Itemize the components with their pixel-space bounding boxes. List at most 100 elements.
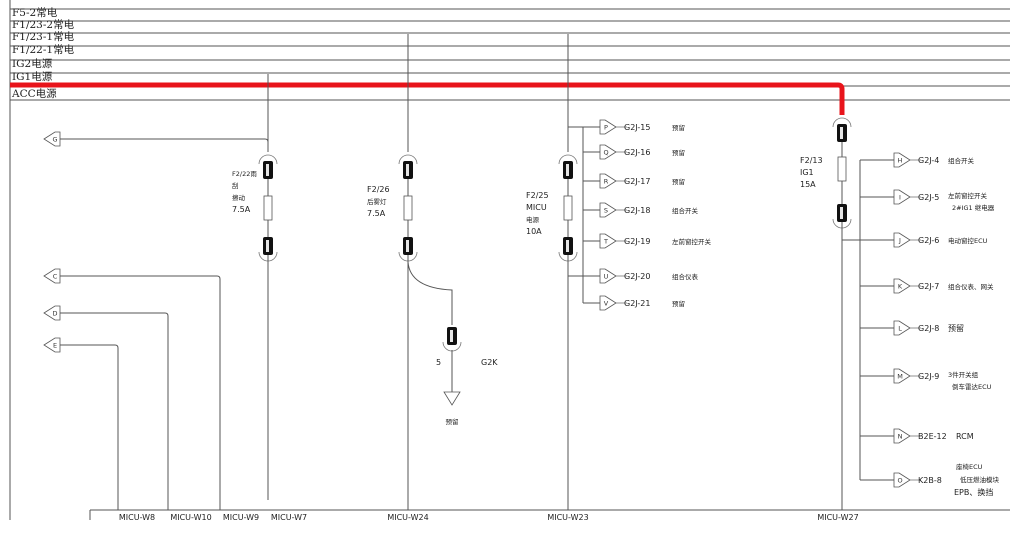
bus-label: F1/23-1常电 [12, 30, 75, 43]
bottom-label: MICU-W27 [817, 513, 858, 522]
fuse-label: 刮 [232, 181, 239, 190]
svg-text:N: N [898, 433, 903, 441]
svg-text:J: J [898, 237, 901, 245]
svg-text:E: E [53, 342, 57, 350]
w27-desc: 3件开关组 [948, 370, 979, 379]
fuse-label: F2/25 [526, 191, 549, 200]
bus-label: IG2电源 [12, 57, 53, 70]
output-arrow: T [599, 233, 627, 249]
output-arrow: S [599, 202, 627, 218]
w27-desc: 组合仪表、网关 [948, 282, 994, 291]
fuse-element [263, 195, 273, 221]
w23-pin: G2J-17 [624, 177, 650, 186]
fuse-element [563, 195, 573, 221]
w23-pin: G2J-15 [624, 123, 650, 132]
connector-symbol [398, 154, 418, 179]
fuse-label: 电源 [526, 215, 540, 224]
output-arrow: K [893, 278, 921, 294]
w23-desc: 预留 [672, 148, 685, 157]
fuse-element [837, 156, 847, 182]
bus-label: F5-2常电 [12, 6, 58, 19]
ground-symbol [443, 391, 461, 406]
bottom-label: MICU-W7 [271, 513, 307, 522]
svg-text:T: T [603, 238, 608, 246]
fuse-label: F2/22雨 [232, 170, 257, 178]
output-arrow: Q [599, 144, 627, 160]
svg-text:I: I [899, 194, 901, 202]
w27-desc: 左前窗控开关 [948, 191, 988, 200]
w23-pin: G2J-21 [624, 299, 650, 308]
w27-desc: RCM [956, 432, 974, 441]
bottom-label: MICU-W8 [119, 513, 155, 522]
output-arrow: P [599, 119, 627, 135]
w27-pin: G2J-9 [918, 372, 939, 381]
w27-pin: G2J-6 [918, 236, 939, 245]
fuse-label: F2/13 [800, 156, 823, 165]
w23-desc: 组合仪表 [672, 272, 699, 281]
fuse-group: F2/22雨刮擦动7.5AF2/26后雾灯7.5AF2/25MICU电源10AF… [232, 117, 852, 510]
bus-label: ACC电源 [11, 87, 57, 100]
output-arrow: N [893, 428, 921, 444]
fuse-label: IG1 [800, 168, 814, 177]
output-arrow: U [599, 268, 627, 284]
svg-text:P: P [604, 124, 608, 132]
w27-pin: B2E-12 [918, 432, 947, 441]
output-arrow: L [893, 320, 921, 336]
w27-desc: 预留 [948, 323, 964, 333]
output-arrow: H [893, 152, 921, 168]
svg-text:G: G [52, 136, 57, 144]
g2k-note: 预留 [446, 417, 459, 426]
connector-symbol [832, 117, 852, 142]
w23-desc: 组合开关 [672, 206, 699, 215]
w23-desc: 预留 [672, 299, 685, 308]
acc-highlight-wire [10, 82, 845, 115]
fuse-element [403, 195, 413, 221]
w27-desc2: 低压燃油模块 [960, 475, 1000, 484]
svg-text:D: D [52, 310, 57, 318]
w27-pin: G2J-4 [918, 156, 939, 165]
bus-label: IG1电源 [12, 70, 53, 83]
w23-pin: G2J-18 [624, 206, 650, 215]
w27-pin: K2B-8 [918, 476, 942, 485]
w27-pin: G2J-7 [918, 282, 939, 291]
svg-text:M: M [897, 373, 903, 381]
w23-desc: 预留 [672, 123, 685, 132]
left-arrow-group: G C D E [43, 131, 269, 510]
w23-pin: G2J-19 [624, 237, 650, 246]
bottom-label: MICU-W9 [223, 513, 259, 522]
w27-desc: 组合开关 [948, 156, 975, 165]
w27-pin: G2J-5 [918, 193, 939, 202]
g2k-pin: 5 [436, 358, 441, 367]
fuse-label: 擦动 [232, 193, 246, 202]
fuse-label: 7.5A [367, 209, 386, 218]
svg-text:Q: Q [603, 149, 608, 157]
fuse-label: 10A [526, 227, 542, 236]
fuse-label: F2/26 [367, 185, 390, 194]
connector-symbol [258, 154, 278, 179]
svg-text:K: K [898, 283, 903, 291]
svg-text:S: S [604, 207, 608, 215]
output-arrow: I [893, 189, 921, 205]
w27-pin: G2J-8 [918, 324, 939, 333]
g2k-name: G2K [481, 358, 498, 367]
w27-desc2: 倒车雷达ECU [952, 382, 992, 391]
fuse-label: 7.5A [232, 205, 251, 214]
svg-text:H: H [898, 157, 903, 165]
svg-text:C: C [53, 273, 58, 281]
bottom-label: MICU-W23 [547, 513, 588, 522]
w27-desc3: EPB、换挡 [954, 487, 993, 497]
w27-desc2: 2#IG1 继电器 [952, 203, 995, 212]
bottom-label: MICU-W10 [170, 513, 211, 522]
fuse-label: MICU [526, 203, 547, 212]
svg-text:O: O [897, 477, 902, 485]
output-arrow: O [893, 472, 921, 488]
svg-text:V: V [604, 300, 609, 308]
bus-label: F1/23-2常电 [12, 18, 75, 31]
g2k-branch: 5 G2K 预留 [407, 261, 498, 426]
svg-text:U: U [604, 273, 609, 281]
connector-symbol [558, 154, 578, 179]
bottom-label: MICU-W24 [387, 513, 428, 522]
